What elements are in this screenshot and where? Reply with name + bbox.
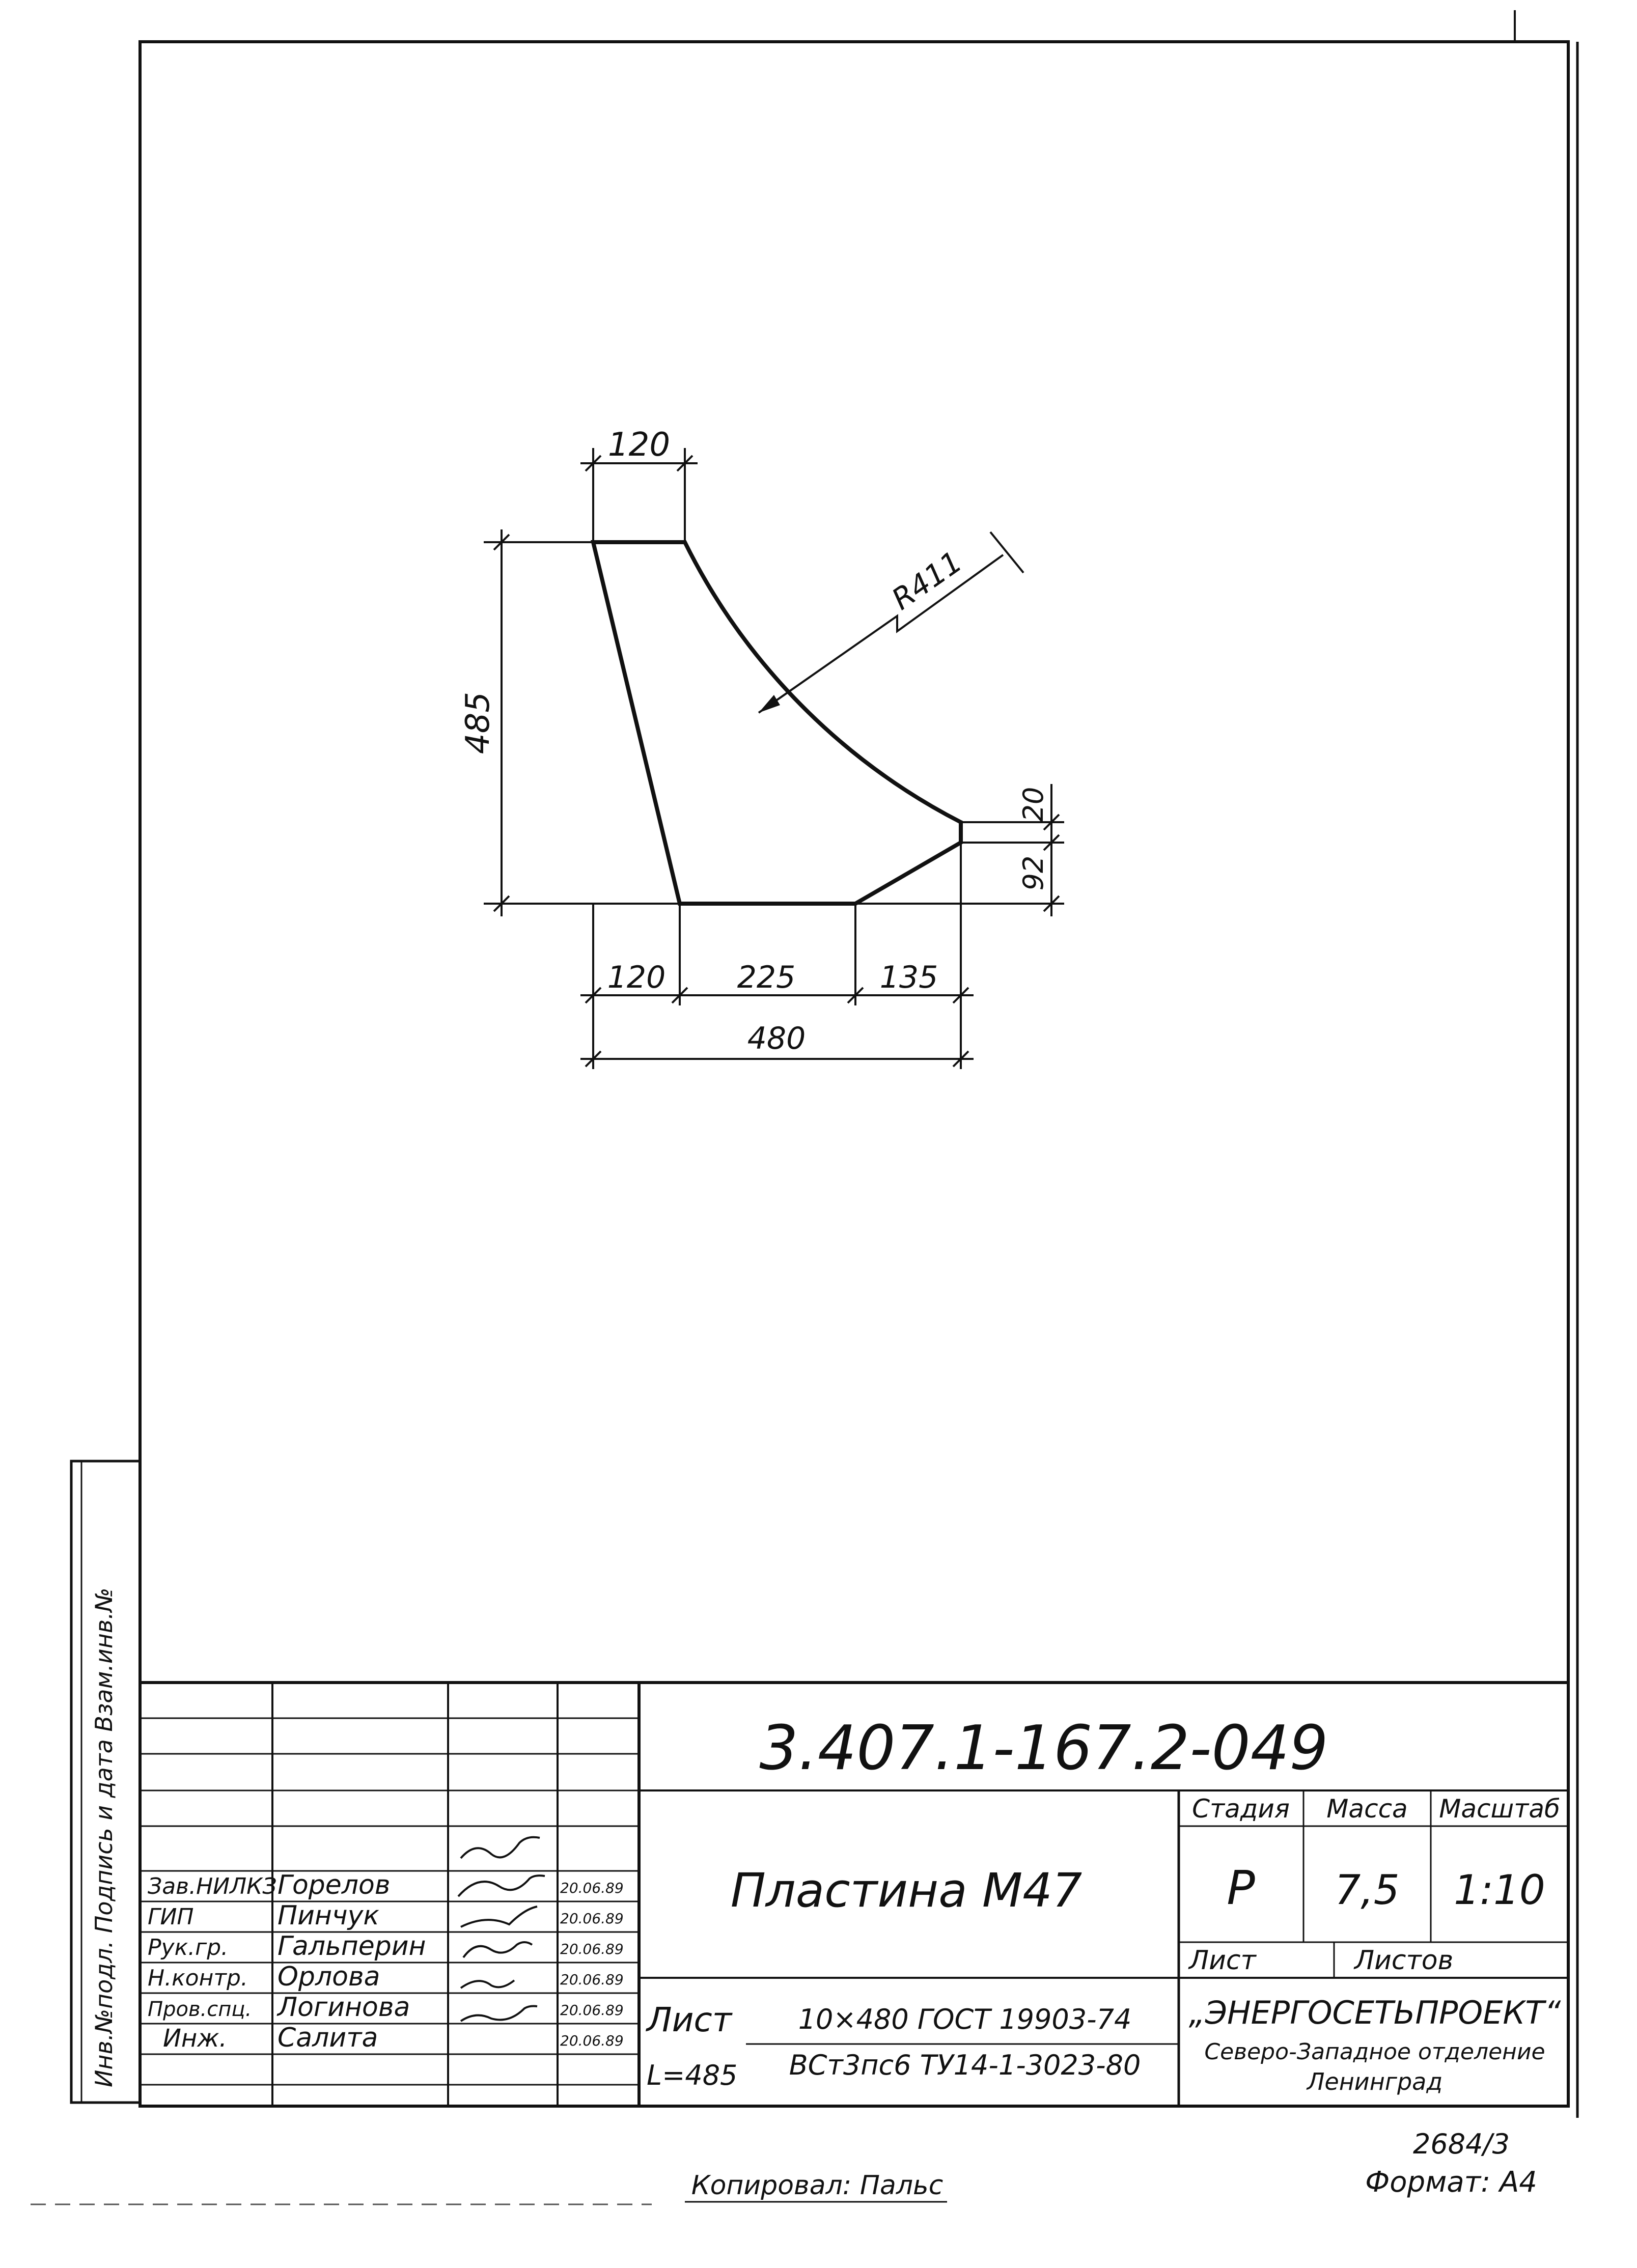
sign-role: Н.контр. xyxy=(148,1965,248,1991)
sign-name: Пинчук xyxy=(278,1900,379,1931)
sign-date: 20.06.89 xyxy=(560,2032,624,2049)
part-name: Пластина М47 xyxy=(731,1863,1083,1918)
side-stamp-frame xyxy=(70,1460,142,2104)
sign-role: Пров.спц. xyxy=(148,1998,252,2021)
mass-header: Масса xyxy=(1326,1794,1407,1824)
material-line-1: 10×480 ГОСТ 19903-74 xyxy=(798,2003,1132,2035)
signature-pinchuk xyxy=(457,1874,545,1897)
dimension-lines xyxy=(484,448,1064,1069)
dim-radius: R411 xyxy=(885,544,968,617)
sign-date: 20.06.89 xyxy=(560,1941,624,1957)
dim-top-width: 120 xyxy=(608,426,670,464)
signature-loginova xyxy=(460,1979,515,1989)
org-branch: Северо-Западное отделение xyxy=(1204,2039,1545,2065)
sign-date: 20.06.89 xyxy=(560,1880,624,1896)
sign-date: 20.06.89 xyxy=(560,2002,624,2019)
dim-base-left: 120 xyxy=(607,960,666,995)
plate-outline xyxy=(590,540,963,906)
sign-name: Горелов xyxy=(278,1870,390,1900)
signature-orlova xyxy=(462,1941,533,1958)
side-stamp-text: Инв.№подл. Подпись и дата Взам.инв.№ xyxy=(90,1588,118,2087)
radius-arrowhead xyxy=(759,695,780,713)
sheet-frame xyxy=(138,40,1570,2108)
stage-header: Стадия xyxy=(1192,1794,1290,1824)
sign-name: Логинова xyxy=(276,1992,410,2023)
dim-base-right: 135 xyxy=(880,960,938,995)
material-sheet-label: Лист xyxy=(646,2000,733,2039)
org-city: Ленинград xyxy=(1306,2068,1442,2095)
sign-date: 20.06.89 xyxy=(560,1910,624,1927)
sheet-number: 2684/3 xyxy=(1413,2128,1510,2160)
scale-header: Масштаб xyxy=(1439,1794,1560,1824)
dim-right-bottom: 92 xyxy=(1017,856,1049,891)
sheets-label: Листов xyxy=(1353,1945,1453,1976)
document-code: 3.407.1-167.2-049 xyxy=(759,1713,1328,1784)
dim-overall-width: 480 xyxy=(747,1021,806,1056)
copied-by: Копировал: Пальс xyxy=(691,2170,944,2201)
format-label: Формат: А4 xyxy=(1365,2166,1537,2199)
dim-right-top: 20 xyxy=(1017,787,1049,822)
sign-role: Зав.НИЛКЗ xyxy=(148,1873,277,1899)
signature-galperin xyxy=(460,1906,538,1928)
dim-base-mid: 225 xyxy=(737,960,796,995)
signature-marks xyxy=(457,1836,545,2022)
sheet-label: Лист xyxy=(1188,1945,1257,1976)
signature-salita xyxy=(460,2005,538,2022)
material-line-2: ВСт3пс6 ТУ14-1-3023-80 xyxy=(789,2049,1141,2081)
signature-gorelov xyxy=(460,1836,540,1859)
material-length: L=485 xyxy=(647,2059,737,2091)
sign-name: Гальперин xyxy=(278,1931,426,1962)
sign-name: Салита xyxy=(278,2023,378,2053)
mass-value: 7,5 xyxy=(1335,1866,1399,1914)
sign-name: Орлова xyxy=(278,1962,380,1992)
org-name: „ЭНЕРГОСЕТЬПРОЕКТ“ xyxy=(1189,1994,1562,2031)
sign-role: Рук.гр. xyxy=(148,1935,228,1961)
stage-value: Р xyxy=(1227,1861,1255,1915)
title-block-grid xyxy=(140,1681,1568,2106)
signature-table: Зав.НИЛКЗ Горелов 20.06.89 ГИП Пинчук 20… xyxy=(148,1870,624,2053)
sign-role: ГИП xyxy=(148,1904,194,1930)
dim-height: 485 xyxy=(459,692,497,754)
sign-date: 20.06.89 xyxy=(560,1971,624,1988)
sign-role: Инж. xyxy=(163,2024,227,2053)
scale-value: 1:10 xyxy=(1454,1866,1545,1914)
